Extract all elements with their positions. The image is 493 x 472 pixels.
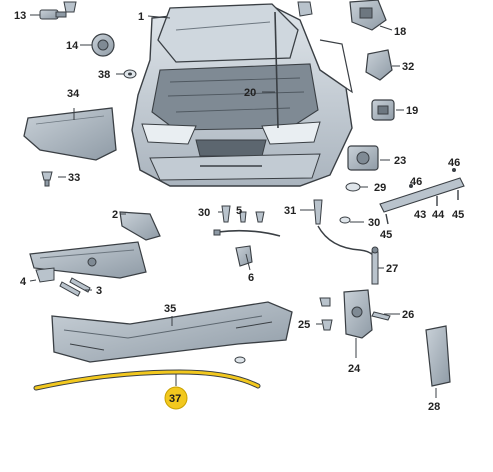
callout-44: 44 [432, 209, 445, 221]
clip-top-right [297, 1, 313, 17]
callout-30a: 30 [198, 207, 210, 219]
grommet-14 [91, 33, 115, 57]
lock-24 [343, 289, 373, 339]
callout-labels: 1 13 14 38 34 33 18 32 19 20 23 29 46 46… [14, 10, 464, 413]
callout-26: 26 [402, 309, 414, 321]
callout-33: 33 [68, 172, 80, 184]
clip-33 [41, 171, 53, 187]
bracket-32 [365, 49, 393, 81]
callout-28: 28 [428, 401, 440, 413]
callout-4: 4 [20, 276, 27, 288]
cowl-panel-left [29, 241, 147, 279]
release-cable-31 [313, 199, 377, 271]
seal-strip-43 [379, 168, 465, 225]
callout-23: 23 [394, 155, 406, 167]
bracket-2 [119, 211, 161, 241]
callout-34: 34 [67, 88, 80, 100]
bolts-3 [59, 277, 91, 297]
callout-20: 20 [244, 87, 256, 99]
callout-43: 43 [414, 209, 426, 221]
washer-29 [345, 182, 361, 192]
callout-6: 6 [248, 272, 254, 284]
bolt-13 [39, 9, 67, 20]
seal-37-highlighted [33, 369, 261, 391]
callout-46a: 46 [448, 157, 460, 169]
clips-5-30 [213, 205, 281, 237]
callout-32: 32 [402, 61, 414, 73]
callout-38: 38 [98, 69, 110, 81]
clip-25 [319, 297, 333, 331]
latch-6 [235, 245, 253, 267]
callout-37-highlight: 37 [164, 386, 188, 410]
callout-2: 2 [112, 209, 118, 221]
callout-25: 25 [298, 319, 310, 331]
latch-23 [347, 145, 379, 171]
small-clip-top [63, 1, 77, 13]
clip-4 [35, 267, 55, 283]
handle-28 [425, 325, 451, 387]
callout-14: 14 [66, 40, 79, 52]
callout-37: 37 [169, 393, 181, 405]
callout-19: 19 [406, 105, 418, 117]
leader-lines [29, 14, 437, 398]
washer-small [234, 356, 246, 364]
callout-45a: 45 [380, 229, 392, 241]
callout-46b: 46 [410, 176, 422, 188]
callout-29: 29 [374, 182, 386, 194]
callout-45b: 45 [452, 209, 464, 221]
callout-3: 3 [96, 285, 102, 297]
insulation-panel-34 [23, 107, 117, 161]
callout-27: 27 [386, 263, 398, 275]
callout-1: 1 [138, 11, 144, 23]
car-front-body [131, 3, 353, 187]
strut-27 [371, 246, 379, 285]
bumper-19 [371, 99, 395, 121]
callout-13: 13 [14, 10, 26, 22]
washer-38 [123, 69, 137, 79]
callout-30b: 30 [368, 217, 380, 229]
callout-18: 18 [394, 26, 406, 38]
callout-5: 5 [236, 205, 242, 217]
hinge-18 [349, 0, 387, 31]
callout-24: 24 [348, 363, 361, 375]
bolt-26 [371, 311, 391, 321]
callout-31: 31 [284, 205, 296, 217]
scuttle-panel-35 [51, 301, 293, 363]
callout-35: 35 [164, 303, 176, 315]
